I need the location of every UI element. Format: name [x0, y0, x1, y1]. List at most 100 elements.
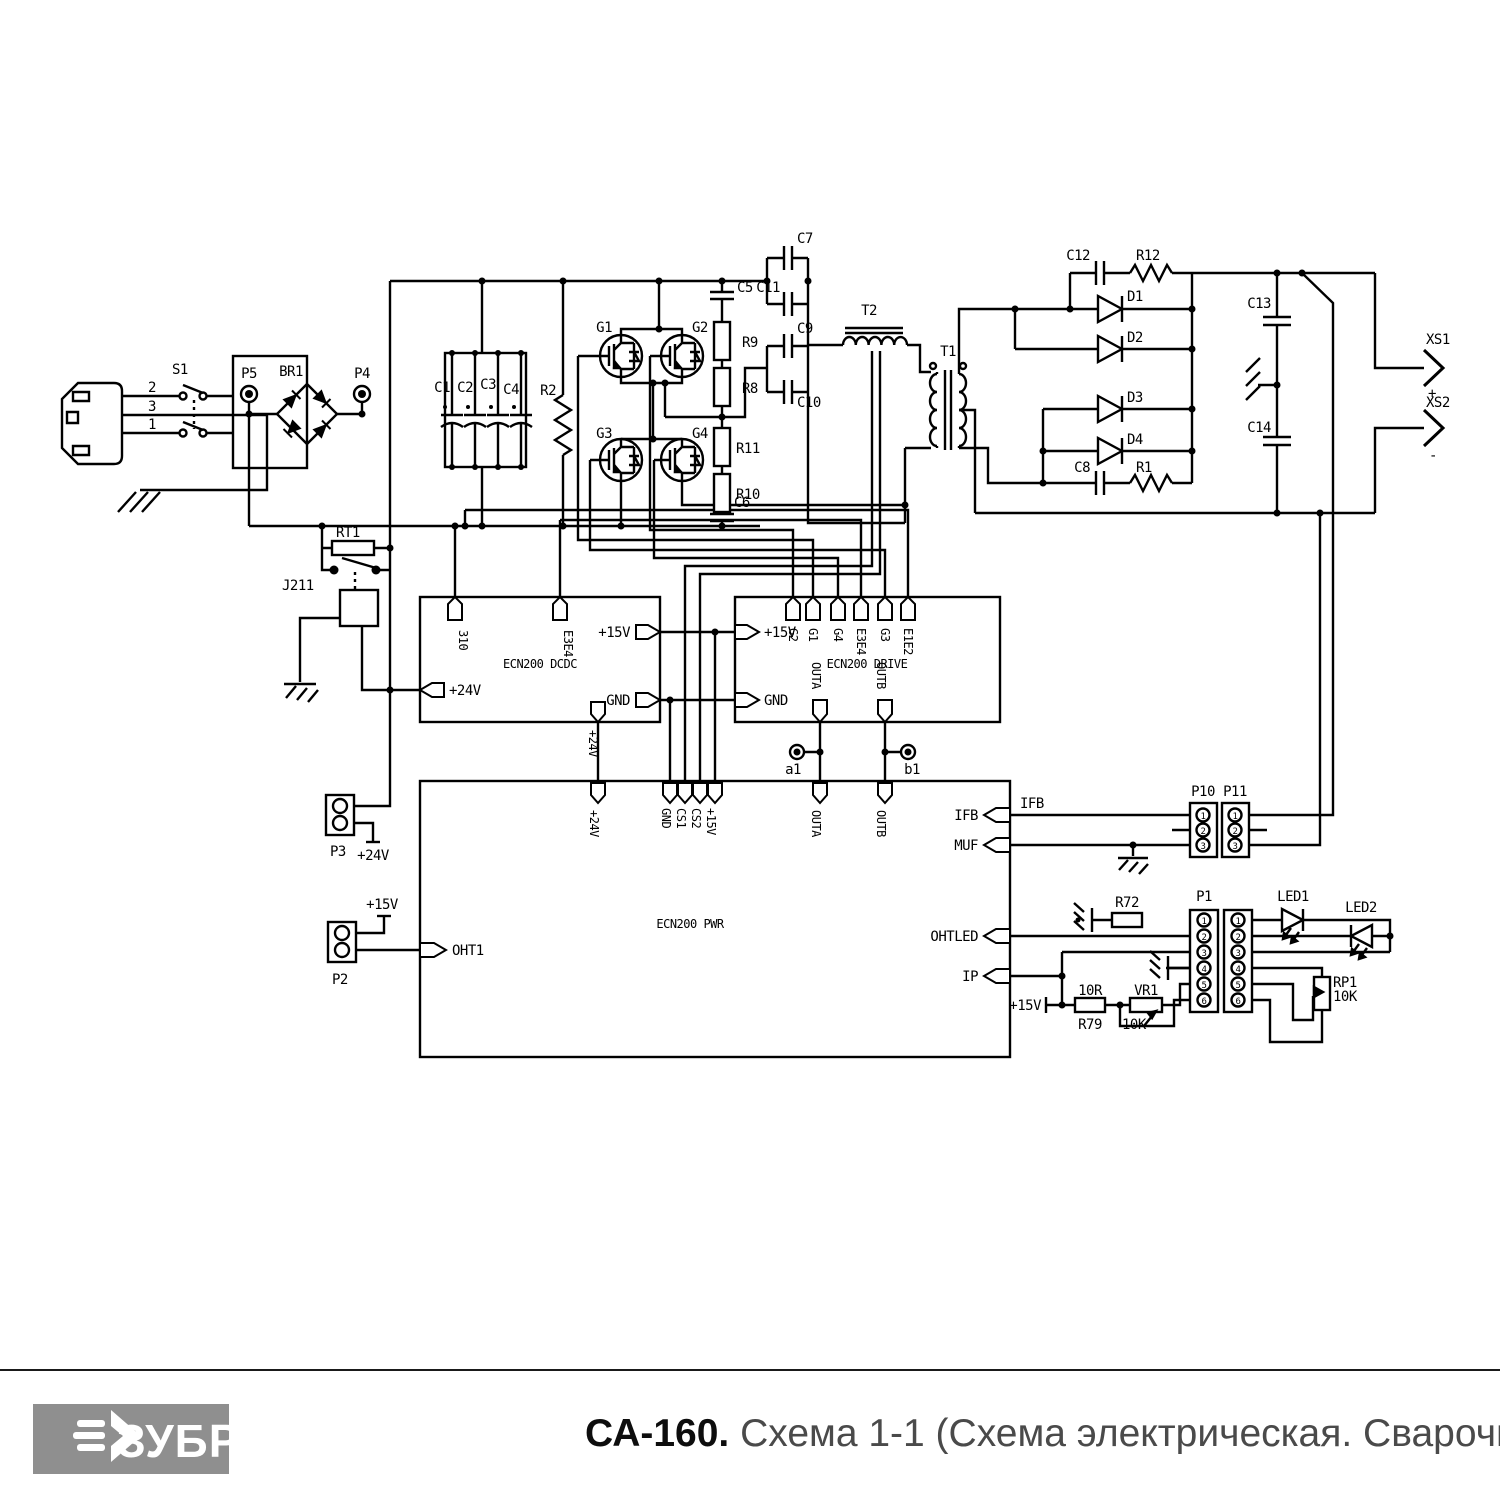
label-37: C14: [1247, 420, 1271, 436]
page-title: СА-160. Схема 1-1 (Схема электрическая. …: [585, 1412, 1500, 1456]
label-5: BR1: [279, 364, 303, 380]
label-26: T2: [861, 303, 877, 319]
cap-c14: [1263, 435, 1291, 447]
label-69: CS2: [689, 808, 703, 828]
label-52: +15V: [764, 625, 797, 641]
label-7: C1: [434, 380, 450, 396]
label-59: Е1Е2: [901, 628, 915, 655]
label-105: 5: [1202, 981, 1207, 991]
label-80: P3: [330, 844, 346, 860]
label-21: C6: [734, 495, 750, 511]
label-1: 3: [148, 399, 156, 415]
label-83: +15V: [366, 897, 399, 913]
label-112: 6: [1236, 997, 1241, 1007]
igbt-g2: [659, 333, 705, 379]
label-19: R11: [736, 441, 760, 457]
label-87: LED2: [1345, 900, 1377, 916]
label-84: R72: [1115, 895, 1139, 911]
label-48: GND: [606, 693, 630, 709]
brand-logo: ЗУБР: [33, 1404, 239, 1474]
ac-plug: [60, 381, 124, 466]
junction-dots: [245, 269, 1394, 1009]
switch-s1: [178, 383, 208, 438]
diode-d3: [1096, 393, 1125, 425]
label-39: +: [1428, 386, 1436, 402]
components: [60, 246, 1446, 1059]
label-71: ECN200 PWR: [656, 917, 725, 931]
label-102: 2: [1202, 933, 1207, 943]
testpoint-a1: [788, 743, 806, 761]
label-45: 310: [456, 630, 470, 650]
label-63: b1: [904, 762, 920, 778]
cap-c4: [509, 405, 533, 428]
resistor-r79: [1073, 996, 1107, 1014]
label-67: GND: [659, 808, 673, 828]
cap-c11: [782, 292, 794, 316]
igbt-g1: [598, 333, 644, 379]
pot-rp1: [1312, 975, 1332, 1012]
label-75: IP: [962, 969, 978, 985]
label-93: VR1: [1134, 983, 1158, 999]
label-99: 2: [1233, 827, 1238, 837]
label-100: 3: [1233, 842, 1238, 852]
label-30: D1: [1127, 289, 1143, 305]
label-68: CS1: [674, 808, 688, 828]
label-85: P1: [1196, 889, 1212, 905]
label-86: LED1: [1277, 889, 1309, 905]
cap-c9: [782, 334, 794, 358]
label-40: XS2: [1426, 395, 1450, 411]
label-51: ECN200 DRIVE: [827, 657, 908, 671]
cap-c5: [710, 290, 734, 301]
cap-c13: [1263, 315, 1291, 327]
label-42: RT1: [336, 525, 360, 541]
label-18: R8: [742, 381, 758, 397]
diode-d1: [1096, 293, 1125, 325]
label-111: 5: [1236, 981, 1241, 991]
label-44: ECN200 DCDC: [503, 657, 577, 671]
cap-c10: [782, 380, 794, 404]
diode-d4: [1096, 435, 1125, 467]
label-55: G1: [806, 628, 820, 642]
ground-r72: [1073, 902, 1112, 932]
label-107: 1: [1236, 917, 1241, 927]
chassis-ground: [1245, 357, 1261, 401]
label-62: a1: [785, 762, 801, 778]
led1: [1280, 907, 1306, 945]
label-70: +15V: [704, 808, 718, 835]
pins: [418, 595, 1011, 984]
label-35: R1: [1136, 460, 1152, 476]
label-10: C4: [503, 382, 519, 398]
label-49: +24V: [449, 683, 482, 699]
label-17: R9: [742, 335, 758, 351]
label-66: +24V: [587, 810, 601, 837]
pot-vr1: [1128, 996, 1164, 1027]
label-6: P4: [354, 366, 370, 382]
label-50: +24V: [586, 730, 600, 757]
label-79: P11: [1223, 784, 1247, 800]
footer: ЗУБР СА-160. Схема 1-1 (Схема электричес…: [0, 1400, 1500, 1480]
bridge-br1: [231, 354, 372, 470]
label-15: G4: [692, 426, 708, 442]
label-38: XS1: [1426, 332, 1450, 348]
label-22: C7: [797, 231, 813, 247]
resistor-r12: [1128, 262, 1174, 284]
label-101: 1: [1202, 917, 1207, 927]
label-88: RP1: [1333, 975, 1357, 991]
connector-p2: [326, 920, 358, 964]
label-9: C3: [480, 377, 496, 393]
cap-c3: [486, 405, 510, 428]
resistor-r2: [552, 393, 574, 457]
label-72: IFB: [954, 808, 978, 824]
xs2-arrow: [1422, 408, 1446, 448]
label-25: C10: [797, 395, 821, 411]
label-82: P2: [332, 972, 348, 988]
label-3: S1: [172, 362, 188, 378]
label-77: IFB: [1020, 796, 1044, 812]
label-14: G3: [596, 426, 612, 442]
label-89: 10K: [1333, 989, 1358, 1005]
label-65: OUTB: [874, 810, 888, 837]
label-110: 4: [1236, 965, 1241, 975]
resistor-r1: [1128, 472, 1174, 494]
label-11: R2: [540, 383, 556, 399]
label-92: R79: [1078, 1017, 1102, 1033]
